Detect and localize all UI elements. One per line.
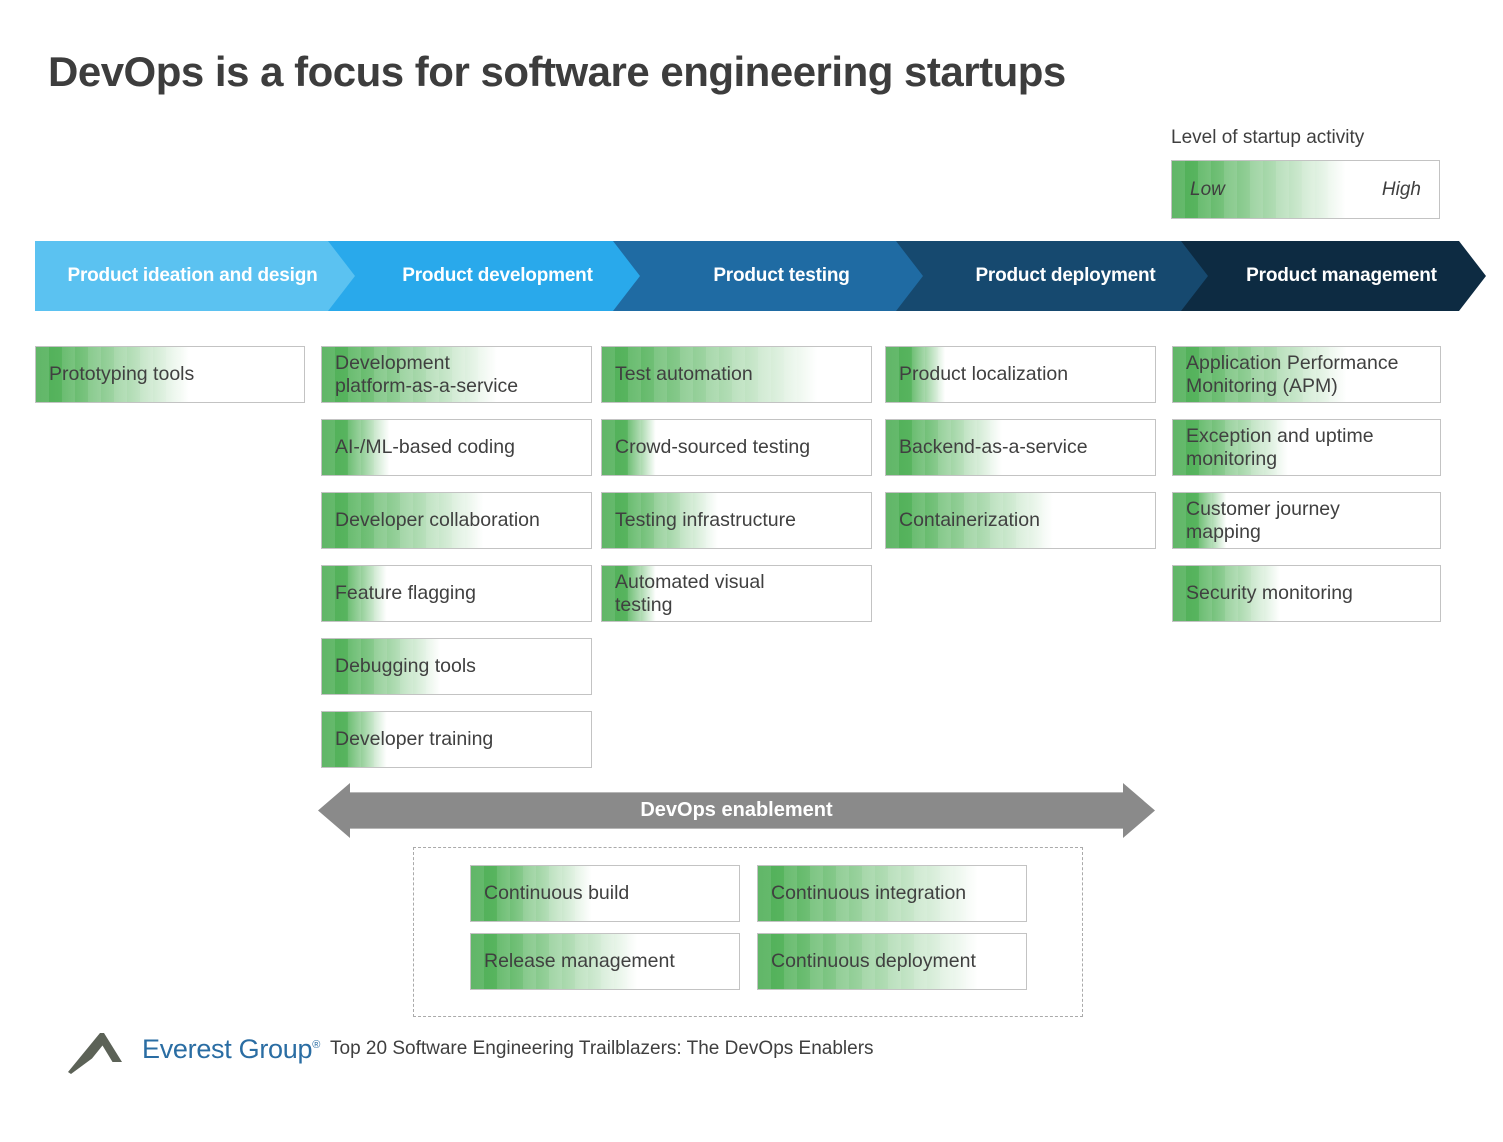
- legend-title: Level of startup activity: [1171, 127, 1365, 148]
- activity-box: Customer journey mapping: [1172, 492, 1441, 549]
- activity-box: Feature flagging: [321, 565, 592, 622]
- phase-chevron-development: Product development: [328, 241, 651, 311]
- column-management: Application Performance Monitoring (APM)…: [1172, 346, 1441, 622]
- legend-gradient: Low High: [1171, 160, 1440, 219]
- devops-group-outline: [413, 847, 1083, 1017]
- activity-box: Product localization: [885, 346, 1156, 403]
- activity-box: Developer collaboration: [321, 492, 592, 549]
- devops-box: Continuous build: [470, 865, 740, 922]
- phase-label: Product deployment: [975, 265, 1156, 286]
- phase-chevron-ideation: Product ideation and design: [35, 241, 370, 311]
- activity-box: Backend-as-a-service: [885, 419, 1156, 476]
- phase-chevron-deployment: Product deployment: [896, 241, 1219, 311]
- activity-box: AI-/ML-based coding: [321, 419, 592, 476]
- devops-enablement-arrow: DevOps enablement: [318, 783, 1155, 838]
- activity-box: Development platform-as-a-service: [321, 346, 592, 403]
- everest-group-logo: Everest Group®: [68, 1022, 320, 1076]
- logo-text: Everest Group®: [142, 1033, 320, 1064]
- activity-box: Application Performance Monitoring (APM): [1172, 346, 1441, 403]
- phase-label: Product ideation and design: [67, 265, 318, 286]
- phase-label: Product testing: [713, 265, 850, 286]
- legend-low-label: Low: [1190, 178, 1225, 200]
- activity-box: Developer training: [321, 711, 592, 768]
- mountain-peak-icon: [68, 1022, 140, 1076]
- activity-box: Debugging tools: [321, 638, 592, 695]
- devops-arrow-label: DevOps enablement: [640, 799, 833, 821]
- activity-box: Test automation: [601, 346, 872, 403]
- activity-box: Security monitoring: [1172, 565, 1441, 622]
- phase-label: Product development: [402, 265, 593, 286]
- footer: Everest Group® Top 20 Software Engineeri…: [68, 1022, 874, 1076]
- activity-box: Testing infrastructure: [601, 492, 872, 549]
- phase-chevron-testing: Product testing: [613, 241, 934, 311]
- logo-registered-mark: ®: [312, 1038, 320, 1051]
- footer-caption: Top 20 Software Engineering Trailblazers…: [330, 1038, 874, 1059]
- activity-box: Containerization: [885, 492, 1156, 549]
- page-title: DevOps is a focus for software engineeri…: [48, 48, 1066, 95]
- phase-chevron-management: Product management: [1181, 241, 1486, 311]
- column-ideation: Prototyping tools: [35, 346, 305, 403]
- activity-box: Prototyping tools: [35, 346, 305, 403]
- devops-box: Release management: [470, 933, 740, 990]
- activity-box: Crowd-sourced testing: [601, 419, 872, 476]
- phase-label: Product management: [1246, 265, 1437, 286]
- devops-box: Continuous integration: [757, 865, 1027, 922]
- legend-high-label: High: [1381, 178, 1421, 200]
- activity-box: Exception and uptime monitoring: [1172, 419, 1441, 476]
- activity-box: Automated visual testing: [601, 565, 872, 622]
- devops-box: Continuous deployment: [757, 933, 1027, 990]
